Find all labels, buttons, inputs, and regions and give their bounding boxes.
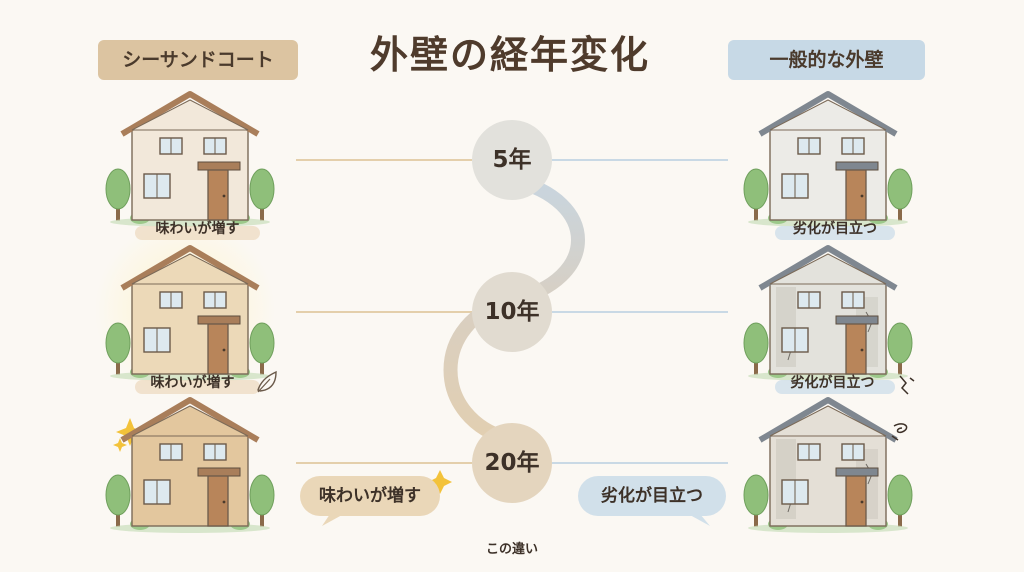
leaf-icon [257, 370, 277, 393]
left-category-tag: シーサンドコート [98, 40, 298, 80]
house-left-20yr [105, 397, 275, 533]
speech-bubbles [300, 476, 726, 526]
house-left-10yr [105, 245, 275, 381]
house-right-20yr [743, 397, 913, 533]
house-left-5yr [105, 91, 275, 227]
year-circle: 10年 [472, 272, 552, 352]
year-circle: 20年 [472, 423, 552, 503]
year-circle: 5年 [472, 120, 552, 200]
house-right-10yr [743, 245, 913, 381]
crack-icon [899, 375, 915, 395]
swirl-icon [891, 423, 908, 441]
right-label: 劣化が目立つ [790, 375, 875, 391]
page-title: 外壁の経年変化 [369, 33, 650, 77]
connector-lines [296, 159, 728, 464]
left-label: 味わいが増す [150, 375, 235, 391]
label-highlights [135, 226, 895, 394]
left-label: 味わいが増す [155, 221, 240, 237]
house-right-5yr [743, 91, 913, 227]
left-bubble-label: 味わいが増す [319, 486, 421, 506]
right-label: 劣化が目立つ [793, 221, 877, 237]
right-bubble-label: 劣化が目立つ [601, 486, 703, 506]
footer-text: この違い [485, 542, 538, 557]
right-category-tag: 一般的な外壁 [728, 40, 925, 80]
